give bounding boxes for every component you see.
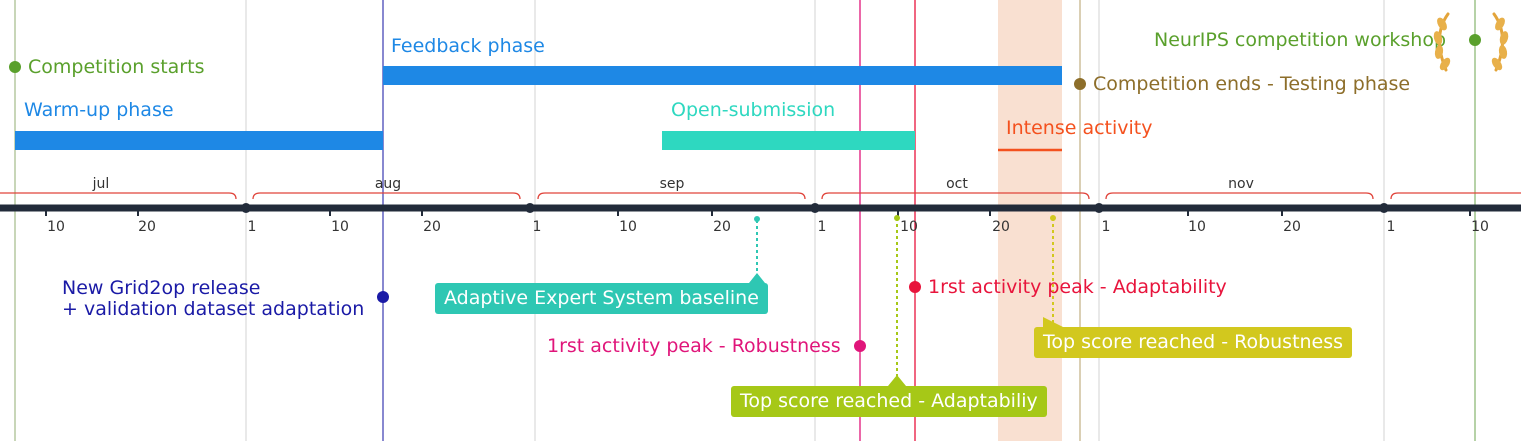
expert-baseline-callout: Adaptive Expert System baseline bbox=[435, 283, 768, 314]
month-braces bbox=[0, 192, 1521, 200]
warmup-phase-bar bbox=[15, 131, 383, 150]
expert-marker bbox=[754, 216, 760, 222]
competition-starts-marker bbox=[9, 61, 21, 73]
day-tick-label: 20 bbox=[1283, 219, 1301, 235]
feedback-phase-bar bbox=[383, 66, 1062, 85]
month-label: oct bbox=[946, 176, 968, 192]
peak-robustness-marker bbox=[854, 340, 866, 352]
grid2op-release-marker bbox=[377, 291, 389, 303]
month-boundary-markers bbox=[241, 203, 1389, 213]
peak-adaptability-marker bbox=[909, 281, 921, 293]
neurips-label: NeurIPS competition workshop bbox=[1154, 29, 1447, 51]
top-robustness-marker bbox=[1050, 215, 1056, 221]
month-label: jul bbox=[92, 176, 110, 192]
day-tick-label: 10 bbox=[1188, 219, 1206, 235]
top-robustness-callout: Top score reached - Robustness bbox=[1034, 327, 1353, 358]
day-ticks bbox=[45, 208, 1471, 216]
competition-starts-label: Competition starts bbox=[28, 56, 205, 78]
day-tick-label: 20 bbox=[423, 219, 441, 235]
month-label: sep bbox=[659, 176, 685, 192]
top-robustness-pointer bbox=[1043, 317, 1063, 327]
open-submission-label: Open-submission bbox=[671, 99, 836, 121]
day-tick-label: 1 bbox=[532, 219, 542, 235]
top-adaptability-marker bbox=[894, 215, 900, 221]
day-tick-label: 20 bbox=[138, 219, 156, 235]
day-tick-label: 20 bbox=[713, 219, 731, 235]
day-tick-label: 10 bbox=[619, 219, 637, 235]
month-label: aug bbox=[374, 176, 402, 192]
intense-activity-label: Intense activity bbox=[1006, 117, 1153, 139]
neurips-marker bbox=[1469, 34, 1481, 46]
grid2op-release-line1: New Grid2op release bbox=[62, 277, 261, 299]
day-tick-label: 1 bbox=[247, 219, 257, 235]
day-tick-label: 10 bbox=[1471, 219, 1489, 235]
open-submission-bar bbox=[662, 131, 915, 150]
day-tick-label: 20 bbox=[992, 219, 1010, 235]
top-adaptability-callout: Top score reached - Adaptabiliy bbox=[731, 386, 1047, 417]
day-tick-label: 10 bbox=[900, 219, 918, 235]
day-tick-label: 1 bbox=[1386, 219, 1396, 235]
peak-adaptability-label: 1rst activity peak - Adaptability bbox=[928, 276, 1227, 298]
competition-ends-label: Competition ends - Testing phase bbox=[1093, 73, 1411, 95]
month-label: nov bbox=[1228, 176, 1254, 192]
day-tick-label: 10 bbox=[331, 219, 349, 235]
grid2op-release-label: New Grid2op release + validation dataset… bbox=[62, 278, 364, 320]
top-adaptability-pointer bbox=[888, 375, 906, 386]
feedback-phase-label: Feedback phase bbox=[391, 35, 545, 57]
day-tick-label: 10 bbox=[47, 219, 65, 235]
laurel-wreath-icon bbox=[1433, 12, 1509, 72]
expert-pointer bbox=[749, 273, 765, 283]
competition-ends-marker bbox=[1074, 78, 1086, 90]
grid2op-release-line2: + validation dataset adaptation bbox=[62, 298, 365, 320]
peak-robustness-label: 1rst activity peak - Robustness bbox=[547, 335, 841, 357]
day-tick-label: 1 bbox=[1101, 219, 1111, 235]
warmup-phase-label: Warm-up phase bbox=[24, 99, 174, 121]
day-tick-label: 1 bbox=[817, 219, 827, 235]
